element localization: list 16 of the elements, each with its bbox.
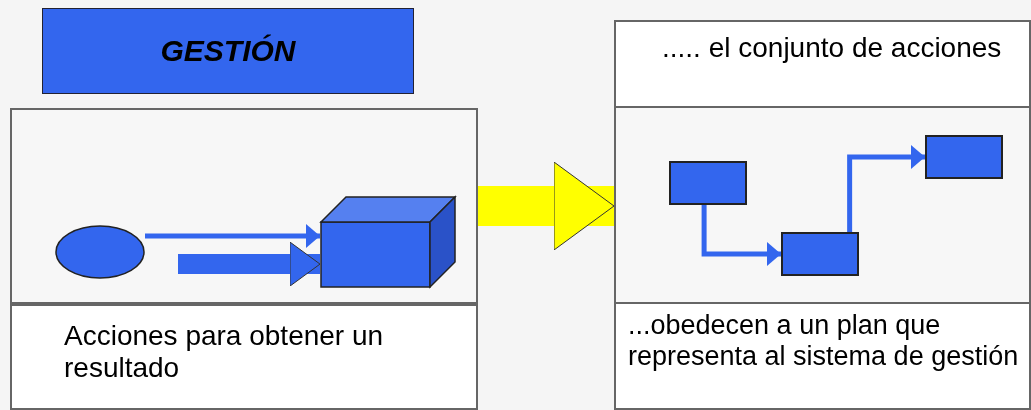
panel — [614, 106, 1031, 304]
process-box — [925, 135, 1003, 179]
cube-shape — [320, 196, 456, 288]
panel — [10, 108, 478, 304]
arrow — [701, 205, 781, 266]
caption-box: ...obedecen a un plan que representa al sistema de gestión — [614, 302, 1031, 410]
header-box: ..... el conjunto de acciones — [614, 20, 1031, 108]
process-box — [781, 232, 859, 276]
process-box — [669, 161, 747, 205]
ellipse-shape — [55, 225, 145, 279]
title-box: GESTIÓN — [42, 8, 414, 94]
block-arrow — [478, 161, 615, 251]
arrow — [145, 224, 320, 248]
arrow — [847, 145, 925, 232]
caption-box: Acciones para obtener un resultado — [10, 304, 478, 410]
block-arrow — [178, 241, 321, 287]
